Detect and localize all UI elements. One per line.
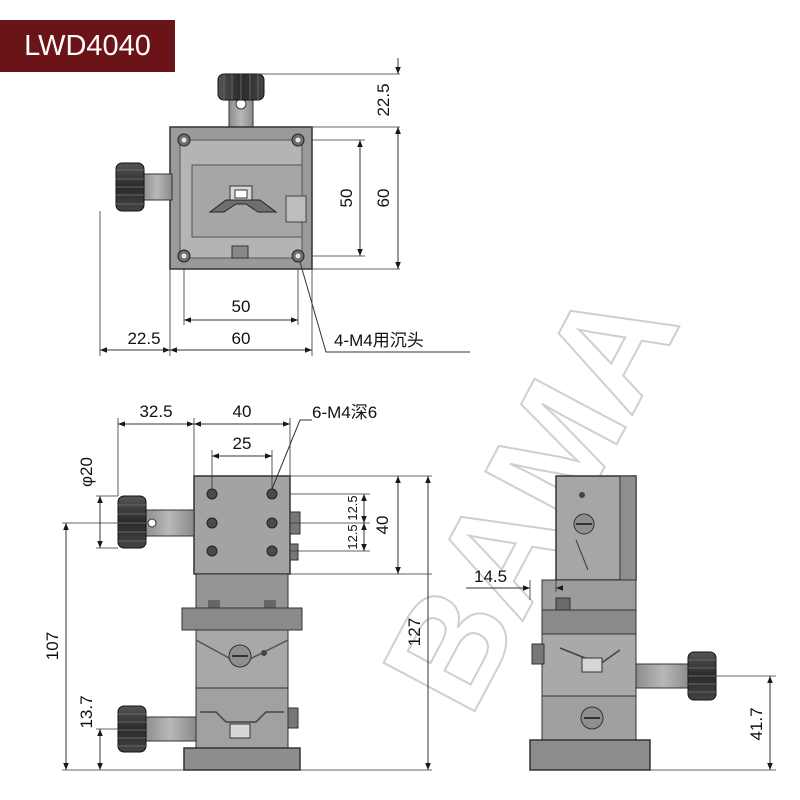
note-thread-holes: 6-M4深6 bbox=[312, 403, 377, 422]
dim-hole-spacing: 25 bbox=[233, 434, 252, 453]
front-upper-knob bbox=[117, 495, 195, 549]
dim-base-height: 13.7 bbox=[77, 695, 96, 728]
side-view: 14.5 41.7 bbox=[466, 475, 776, 771]
dim-mid-height: 107 bbox=[43, 632, 62, 660]
corner-holes bbox=[177, 133, 305, 263]
dim-knob-diameter: φ20 bbox=[77, 457, 96, 487]
dim-outer-h: 60 bbox=[232, 329, 251, 348]
model-label: LWD4040 bbox=[24, 30, 151, 62]
dim-knob-offset-v: 22.5 bbox=[374, 83, 393, 116]
note-countersink: 4-M4用沉头 bbox=[334, 331, 424, 350]
top-knob bbox=[217, 73, 265, 129]
dim-total-height: 127 bbox=[405, 618, 424, 646]
model-badge: LWD4040 bbox=[0, 20, 175, 72]
dim-plate-height: 40 bbox=[373, 516, 392, 535]
left-knob bbox=[115, 162, 173, 212]
dim-pitch-a: 12.5 bbox=[345, 495, 360, 520]
front-lower-knob bbox=[117, 705, 197, 753]
dim-inner-v: 50 bbox=[337, 189, 356, 208]
dim-pitch-b: 12.5 bbox=[345, 524, 360, 549]
front-holes bbox=[206, 488, 278, 557]
dim-inner-h: 50 bbox=[232, 297, 251, 316]
front-view: 32.5 40 25 6-M4深6 φ20 12.5 12.5 40 bbox=[43, 402, 432, 771]
side-knob bbox=[635, 651, 717, 701]
dim-top-width: 40 bbox=[233, 402, 252, 421]
dim-side-knob-height: 41.7 bbox=[747, 707, 766, 740]
dim-knob-offset-h: 22.5 bbox=[127, 329, 160, 348]
dim-knob-offset: 32.5 bbox=[139, 402, 172, 421]
dim-outer-v: 60 bbox=[374, 189, 393, 208]
top-view: 22.5 50 60 50 60 22.5 4-M4用沉头 bbox=[99, 58, 470, 356]
dim-side-offset: 14.5 bbox=[474, 567, 507, 586]
